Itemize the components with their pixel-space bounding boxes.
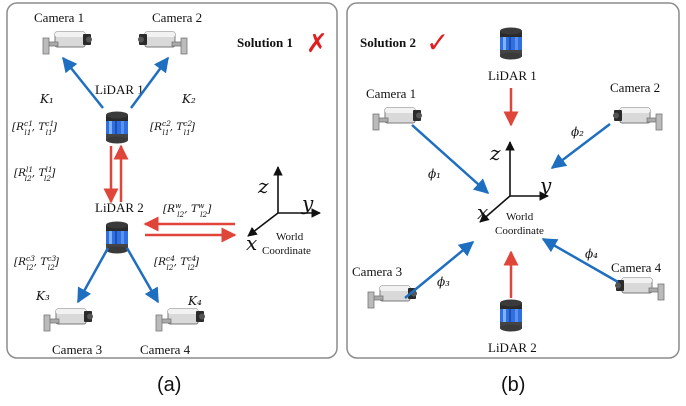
panel-a-world-line1: World — [276, 231, 304, 243]
panel-b-axis-y: y — [539, 173, 552, 197]
panel-b-lidar2-icon — [500, 299, 522, 332]
panel-a-camera2-label: Camera 2 — [152, 10, 202, 25]
panel-a-camera3-label: Camera 3 — [52, 342, 102, 357]
panel-b-world-line2: Coordinate — [495, 225, 544, 237]
panel-a-world-line2: Coordinate — [262, 245, 311, 257]
panel-a-camera2-icon — [138, 32, 187, 54]
panel-b-camera1-label: Camera 1 — [366, 86, 416, 101]
panel-b-border — [346, 2, 680, 359]
panel-a-lidar2-icon — [106, 221, 128, 254]
panel-b-camera4-icon — [615, 278, 664, 300]
panel-a-lidar2-label: LiDAR 2 — [95, 200, 144, 215]
panel-b-camera3-label: Camera 3 — [352, 264, 402, 279]
panel-b-camera4-label: Camera 4 — [611, 260, 662, 275]
panel-b-axis-z: z — [489, 141, 501, 165]
panel-a-camera3-icon — [43, 308, 94, 332]
panel-a-camera4-label: Camera 4 — [140, 342, 191, 357]
panel-b-phi1-label: ϕ₁ — [428, 167, 441, 181]
panel-a-camera1-icon — [42, 31, 93, 55]
panel-a-axis-y: y — [301, 191, 314, 215]
panel-a-arrow-lidar2-camera3 — [76, 247, 110, 304]
panel-b-lidar2-label: LiDAR 2 — [488, 340, 537, 355]
panel-a-k4-label: K₄ — [187, 294, 202, 308]
panel-b-camera2-icon — [613, 108, 662, 130]
panel-b-arrow-camera2-world — [550, 123, 611, 169]
panel-a-world-axes — [247, 166, 321, 237]
panel-a-lidar1-label: LiDAR 1 — [95, 82, 144, 97]
panel-a-solution-label: Solution 1 — [237, 35, 293, 50]
panel-a-border — [6, 2, 338, 359]
panel-b-camera2-label: Camera 2 — [610, 80, 660, 95]
panel-a-k2-label: K₂ — [181, 92, 196, 106]
panel-a-k3-label: K₃ — [35, 289, 50, 303]
panel-b-phi2-label: ϕ₂ — [571, 125, 584, 139]
panel-b-phi3-label: ϕ₃ — [437, 275, 450, 289]
panel-b-solution-label: Solution 2 — [360, 35, 416, 50]
panel-b-arrow-camera1-world — [411, 124, 490, 195]
panel-a-camera1-label: Camera 1 — [34, 10, 84, 25]
panel-b-axis-x: x — [477, 200, 488, 224]
panel-a-arrow-lidar1-camera2 — [129, 56, 170, 109]
panel-b-world-line1: World — [506, 211, 534, 223]
panel-a-arrow-lidar1-camera1 — [62, 56, 104, 109]
panel-b-arrow-camera4-world — [541, 237, 619, 284]
panel-b-phi4-label: ϕ₄ — [585, 247, 598, 261]
panel-b-check-icon: ✓ — [426, 26, 449, 59]
panel-a-caption: (a) — [157, 374, 181, 396]
panel-a-cross-icon: ✗ — [306, 29, 328, 59]
panel-a-arrow-lidar2-camera4 — [125, 247, 160, 304]
panel-a-k1-label: K₁ — [39, 92, 54, 106]
panel-a-axis-z: z — [257, 174, 269, 198]
panel-b-caption: (b) — [501, 374, 525, 396]
panel-a-camera4-icon — [155, 308, 206, 332]
panel-b-lidar1-icon — [500, 27, 522, 60]
panel-b-world-axes — [479, 141, 549, 223]
panel-a-lidar1-icon — [106, 111, 128, 144]
panel-b-camera3-icon — [367, 285, 418, 309]
panel-a-axis-x: x — [246, 231, 257, 255]
panel-b-lidar1-label: LiDAR 1 — [488, 68, 537, 83]
panel-b-arrow-camera3-world — [404, 241, 475, 299]
